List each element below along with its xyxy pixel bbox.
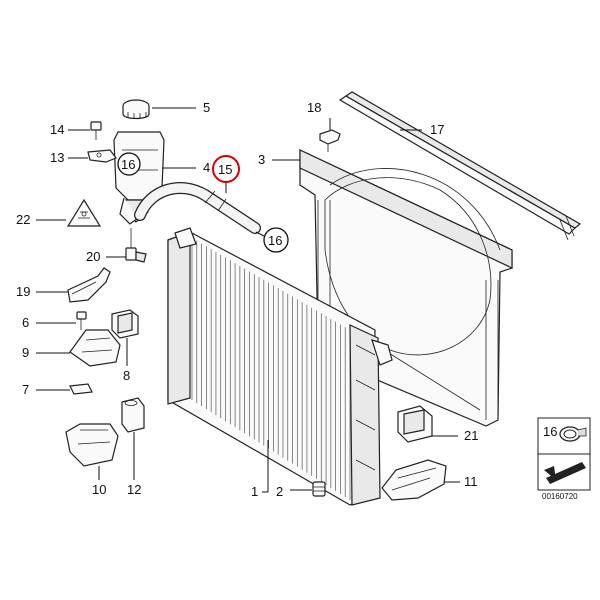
callout-9[interactable]: 9 [22, 345, 29, 360]
clip-7 [69, 383, 93, 395]
screw-14 [90, 121, 102, 140]
callout-20[interactable]: 20 [86, 249, 100, 264]
radiator-fins [191, 238, 351, 500]
callout-3[interactable]: 3 [258, 152, 265, 167]
legend-16-label[interactable]: 16 [543, 424, 557, 439]
callout-2[interactable]: 2 [276, 484, 283, 499]
callout-12[interactable]: 12 [127, 482, 141, 497]
callout-5[interactable]: 5 [203, 100, 210, 115]
hose-clamp-icon [559, 426, 587, 442]
tank-cap [122, 99, 150, 120]
mount-9 [69, 329, 121, 367]
callout-21[interactable]: 21 [464, 428, 478, 443]
screw-6 [76, 311, 87, 330]
drain-plug [312, 481, 326, 497]
callout-15[interactable]: 15 [218, 162, 232, 177]
callout-19[interactable]: 19 [16, 284, 30, 299]
callout-8[interactable]: 8 [123, 368, 130, 383]
callout-16-hose[interactable]: 16 [268, 233, 282, 248]
callout-labels: 5 14 13 16 4 15 16 22 20 19 6 9 8 7 10 1… [16, 100, 478, 499]
callout-7[interactable]: 7 [22, 382, 29, 397]
callout-10[interactable]: 10 [92, 482, 106, 497]
callout-17[interactable]: 17 [430, 122, 444, 137]
bracket-13 [87, 149, 117, 163]
warning-label [66, 198, 102, 227]
callout-1[interactable]: 1 [251, 484, 258, 499]
callout-4[interactable]: 4 [203, 160, 210, 175]
callout-11[interactable]: 11 [464, 474, 478, 489]
clip-18 [319, 129, 341, 152]
callout-18[interactable]: 18 [307, 100, 321, 115]
coolant-hose [134, 181, 261, 234]
rubber-buffer-12 [121, 397, 145, 433]
leader-lines [36, 107, 460, 493]
air-duct-11 [381, 459, 447, 501]
legend-box: 16 00160720 [537, 417, 591, 501]
rubber-mount-21 [397, 405, 433, 443]
seal-strip [338, 91, 582, 241]
bracket-10 [65, 423, 119, 467]
callout-22[interactable]: 22 [16, 212, 30, 227]
callout-6[interactable]: 6 [22, 315, 29, 330]
level-sensor [125, 228, 147, 263]
callout-circle-16b [263, 227, 289, 253]
callout-14[interactable]: 14 [50, 122, 64, 137]
drawing-code: 00160720 [542, 492, 578, 501]
callout-13[interactable]: 13 [50, 150, 64, 165]
bracket-19 [67, 267, 111, 303]
callout-circle-15-highlight[interactable] [212, 155, 240, 183]
callout-16-tank[interactable]: 16 [121, 157, 135, 172]
radiator [167, 227, 393, 506]
arrow-icon [544, 462, 586, 484]
callout-circle-16a [117, 152, 141, 176]
rubber-mount-8 [111, 309, 139, 339]
